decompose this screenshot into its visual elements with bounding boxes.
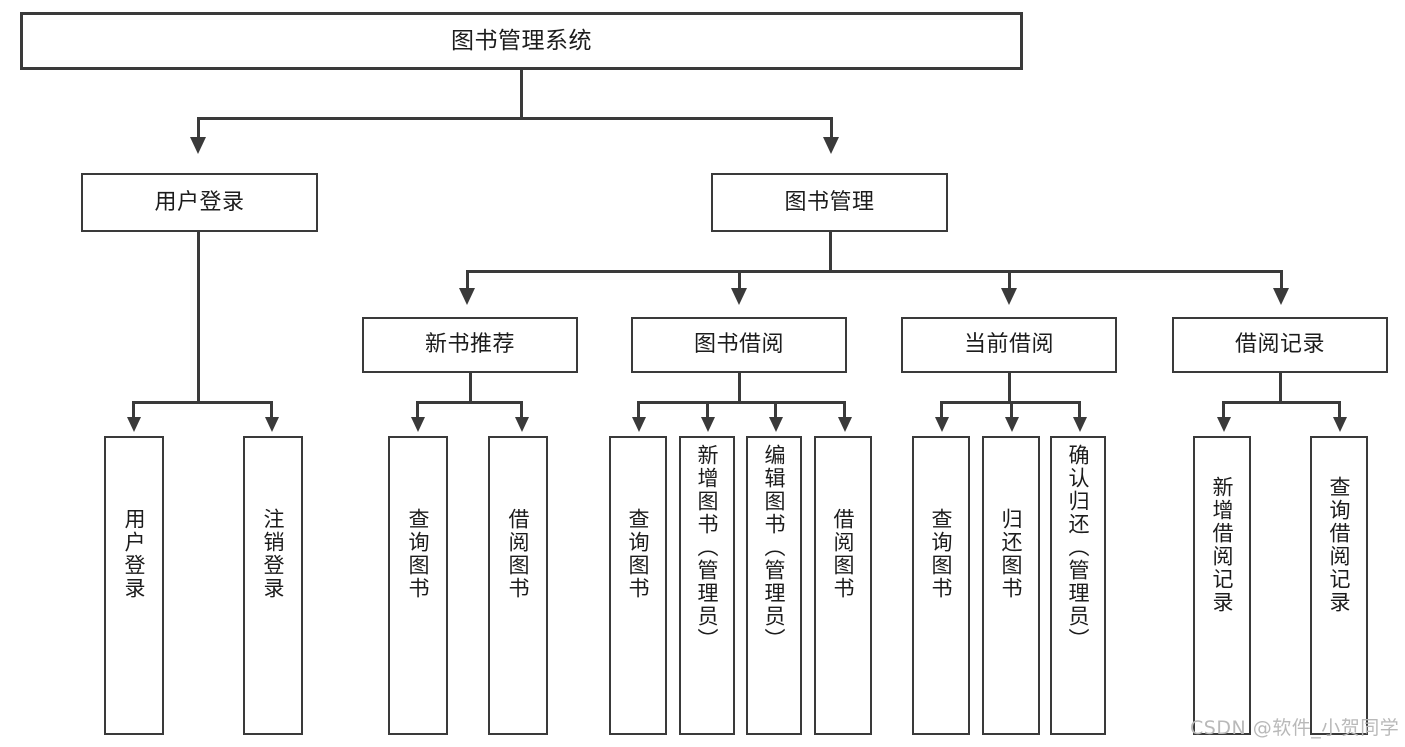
- connector-drop-bb-borrow: [843, 401, 846, 419]
- node-label: 图书管理: [784, 189, 875, 215]
- arrow-book-manage: [823, 137, 839, 154]
- arrow-user-login: [190, 137, 206, 154]
- node-label: 借阅图书: [506, 508, 531, 600]
- leaf-nb-borrow-book[interactable]: 借阅图书: [488, 436, 548, 735]
- leaf-br-query-record[interactable]: 查询借阅记录: [1310, 436, 1368, 735]
- node-label: 新增借阅记录: [1210, 476, 1235, 614]
- arrow-bb-borrow-book: [838, 417, 852, 432]
- arrow-cb-confirm-return: [1073, 417, 1087, 432]
- connector-drop-book-manage: [830, 117, 833, 139]
- arrow-current-borrow: [1001, 288, 1017, 305]
- connector-user-login-bus: [132, 401, 272, 404]
- arrow-leaf-user-login: [127, 417, 141, 432]
- connector-book-borrow-stem: [738, 373, 741, 403]
- node-label: 查询图书: [406, 508, 431, 600]
- leaf-user-login[interactable]: 用户登录: [104, 436, 164, 735]
- connector-drop-current-borrow: [1008, 270, 1011, 290]
- node-label: 用户登录: [154, 189, 245, 215]
- csdn-watermark: CSDN @软件_小贺同学: [1190, 717, 1400, 739]
- node-label: 图书管理系统: [451, 27, 592, 54]
- arrow-bb-add-book: [701, 417, 715, 432]
- node-user-login[interactable]: 用户登录: [81, 173, 318, 232]
- node-label: 归还图书: [999, 508, 1024, 600]
- arrow-nb-query-book: [411, 417, 425, 432]
- connector-drop-nb-borrow: [520, 401, 523, 419]
- node-book-management[interactable]: 图书管理: [711, 173, 948, 232]
- leaf-cb-confirm-return[interactable]: 确认归还（管理员）: [1050, 436, 1106, 735]
- node-label: 查询借阅记录: [1327, 476, 1352, 614]
- connector-current-borrow-stem: [1008, 373, 1011, 403]
- arrow-br-query-record: [1333, 417, 1347, 432]
- node-current-borrow[interactable]: 当前借阅: [901, 317, 1117, 373]
- arrow-leaf-logout: [265, 417, 279, 432]
- node-label: 借阅图书: [831, 508, 856, 600]
- node-label: 确认归还（管理员）: [1066, 444, 1091, 651]
- leaf-cb-query-book[interactable]: 查询图书: [912, 436, 970, 735]
- leaf-logout[interactable]: 注销登录: [243, 436, 303, 735]
- connector-drop-cb-confirm: [1078, 401, 1081, 419]
- connector-drop-br-add: [1222, 401, 1225, 419]
- arrow-bb-edit-book: [769, 417, 783, 432]
- node-label: 新书推荐: [424, 332, 515, 358]
- node-label: 图书借阅: [693, 332, 784, 358]
- node-label: 当前借阅: [963, 332, 1054, 358]
- connector-drop-nb-query: [416, 401, 419, 419]
- connector-drop-new-book: [466, 270, 469, 290]
- leaf-bb-query-book[interactable]: 查询图书: [609, 436, 667, 735]
- connector-drop-bb-query: [637, 401, 640, 419]
- arrow-book-borrow: [731, 288, 747, 305]
- node-root-system[interactable]: 图书管理系统: [20, 12, 1023, 70]
- arrow-cb-query-book: [935, 417, 949, 432]
- arrow-bb-query-book: [632, 417, 646, 432]
- connector-borrow-record-bus: [1222, 401, 1340, 404]
- node-borrow-record[interactable]: 借阅记录: [1172, 317, 1388, 373]
- arrow-cb-return-book: [1005, 417, 1019, 432]
- connector-drop-bb-edit: [774, 401, 777, 419]
- connector-drop-book-borrow: [738, 270, 741, 290]
- arrow-new-book-recommend: [459, 288, 475, 305]
- node-new-book-recommend[interactable]: 新书推荐: [362, 317, 578, 373]
- connector-book-borrow-bus: [637, 401, 845, 404]
- connector-drop-bb-add: [706, 401, 709, 419]
- connector-new-book-stem: [469, 373, 472, 403]
- arrow-borrow-record: [1273, 288, 1289, 305]
- connector-drop-cb-query: [940, 401, 943, 419]
- leaf-br-add-record[interactable]: 新增借阅记录: [1193, 436, 1251, 735]
- leaf-bb-edit-book[interactable]: 编辑图书（管理员）: [746, 436, 802, 735]
- node-label: 借阅记录: [1234, 332, 1325, 358]
- connector-new-book-bus: [416, 401, 522, 404]
- connector-drop-leaf-logout: [270, 401, 273, 419]
- connector-root-stem: [520, 70, 523, 119]
- connector-root-bus: [197, 117, 832, 120]
- connector-drop-br-query: [1338, 401, 1341, 419]
- connector-drop-leaf-user-login: [132, 401, 135, 419]
- node-label: 用户登录: [122, 508, 147, 600]
- leaf-cb-return-book[interactable]: 归还图书: [982, 436, 1040, 735]
- leaf-nb-query-book[interactable]: 查询图书: [388, 436, 448, 735]
- node-label: 查询图书: [929, 508, 954, 600]
- connector-borrow-record-stem: [1279, 373, 1282, 403]
- connector-user-login-stem: [197, 232, 200, 403]
- node-label: 编辑图书（管理员）: [762, 444, 787, 651]
- leaf-bb-borrow-book[interactable]: 借阅图书: [814, 436, 872, 735]
- node-book-borrow[interactable]: 图书借阅: [631, 317, 847, 373]
- leaf-bb-add-book[interactable]: 新增图书（管理员）: [679, 436, 735, 735]
- connector-drop-cb-return: [1010, 401, 1013, 419]
- node-label: 查询图书: [626, 508, 651, 600]
- arrow-br-add-record: [1217, 417, 1231, 432]
- node-label: 注销登录: [261, 508, 286, 600]
- connector-level3-bus: [466, 270, 1282, 273]
- connector-drop-borrow-record: [1280, 270, 1283, 290]
- connector-book-manage-stem: [829, 232, 832, 272]
- connector-drop-user-login: [197, 117, 200, 139]
- node-label: 新增图书（管理员）: [695, 444, 720, 651]
- arrow-nb-borrow-book: [515, 417, 529, 432]
